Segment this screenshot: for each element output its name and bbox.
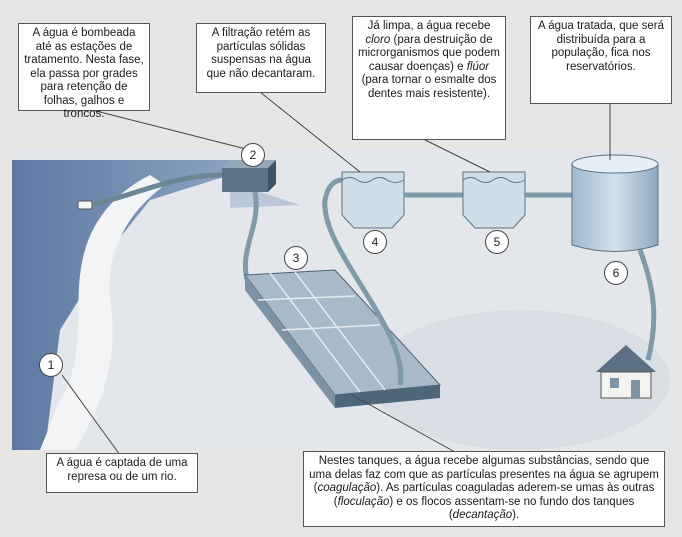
callout-text: Nestes tanques, a água recebe algumas su… xyxy=(309,455,659,523)
callout-text: Já limpa, a água recebe cloro (para dest… xyxy=(358,20,500,101)
callout-capture: A água é captada de uma represa ou de um… xyxy=(46,453,198,493)
treatment-tank-5 xyxy=(463,172,525,228)
callout-filtration: A filtração retém as partículas sólidas … xyxy=(196,23,326,93)
callout-text: A água é captada de uma represa ou de um… xyxy=(52,457,192,484)
step-number-3: 3 xyxy=(284,246,308,270)
callout-intake-grates: A água é bombeada até as estações de tra… xyxy=(18,23,150,111)
step-number-1: 1 xyxy=(39,353,63,377)
step-number-2: 2 xyxy=(241,143,265,167)
callout-chlorine-fluorine: Já limpa, a água recebe cloro (para dest… xyxy=(352,16,506,140)
callout-text: A filtração retém as partículas sólidas … xyxy=(202,27,320,81)
callout-text: A água é bombeada até as estações de tra… xyxy=(24,27,144,122)
treatment-tank-4 xyxy=(342,172,404,228)
pump-inlet xyxy=(78,201,92,209)
callout-coagulation: Nestes tanques, a água recebe algumas su… xyxy=(303,451,665,527)
step-number-5: 5 xyxy=(485,230,509,254)
callout-text: A água tratada, que será distribuída par… xyxy=(536,20,666,74)
step-number-6: 6 xyxy=(604,261,628,285)
step-number-4: 4 xyxy=(363,230,387,254)
grate-station xyxy=(222,168,268,192)
callout-reservoir: A água tratada, que será distribuída par… xyxy=(530,16,672,104)
house xyxy=(601,372,651,398)
